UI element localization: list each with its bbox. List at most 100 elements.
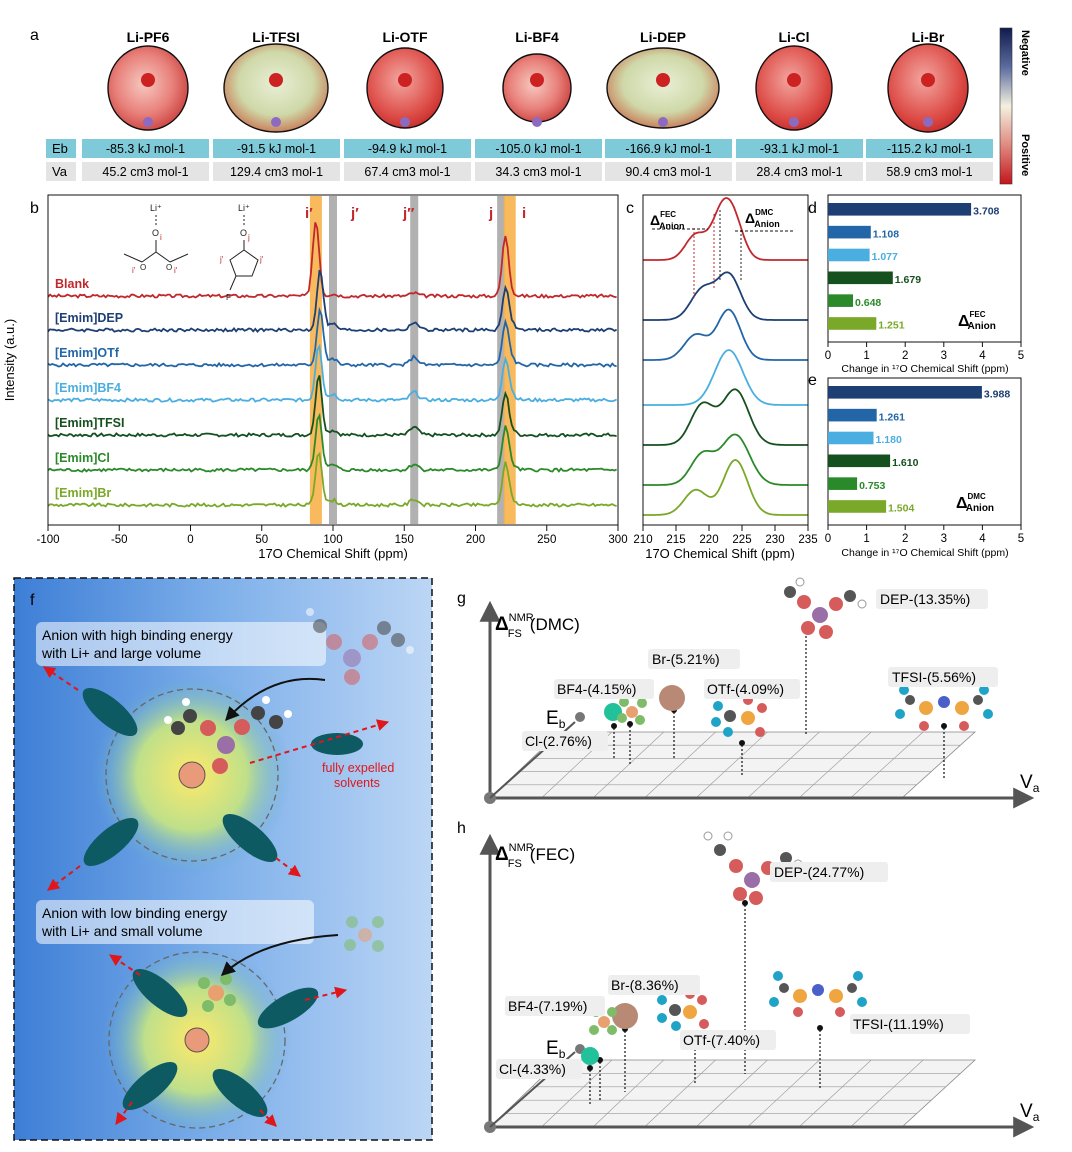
h-label-dep: DEP-(24.77%) bbox=[774, 864, 864, 880]
eb-value: -93.1 kJ mol-1 bbox=[760, 142, 839, 156]
bar-value-label: 1.610 bbox=[892, 457, 918, 469]
molecule-title: Li-OTF bbox=[382, 29, 428, 45]
bf4-molecule-free bbox=[344, 916, 384, 952]
bottom-text-box bbox=[36, 900, 314, 944]
va-value: 67.4 cm3 mol-1 bbox=[364, 165, 450, 179]
molecule-title: Li-Cl bbox=[778, 29, 809, 45]
molecule-title: Li-BF4 bbox=[515, 29, 559, 45]
expel-arrow bbox=[275, 857, 301, 877]
zoom-spectrum bbox=[643, 308, 808, 361]
eb-cell bbox=[82, 139, 209, 158]
g-z-axis-end bbox=[575, 712, 585, 722]
bar bbox=[828, 408, 877, 422]
grid-line bbox=[747, 1059, 820, 1128]
bar bbox=[828, 500, 887, 513]
atom-marker bbox=[141, 73, 155, 87]
esp-surface bbox=[366, 47, 444, 129]
x-tick-label: 3 bbox=[941, 350, 947, 362]
va-row-header bbox=[46, 162, 76, 181]
eb-cell bbox=[344, 139, 471, 158]
li-atom-marker bbox=[143, 117, 153, 127]
svg-text:i: i bbox=[160, 233, 162, 242]
solvent-molecule bbox=[82, 687, 138, 737]
solvent-arrow bbox=[115, 1101, 133, 1125]
va-value: 34.3 cm3 mol-1 bbox=[495, 165, 581, 179]
bar bbox=[828, 317, 877, 330]
panel-d-xlabel: Change in ¹⁷O Chemical Shift (ppm) bbox=[841, 363, 1008, 375]
solvent-molecule bbox=[132, 968, 188, 1018]
eb-cell bbox=[736, 139, 863, 158]
nmr-spectrum bbox=[47, 343, 618, 403]
x-tick-label: 235 bbox=[798, 534, 817, 546]
atom-marker bbox=[921, 73, 935, 87]
x-tick-label: -100 bbox=[36, 534, 59, 546]
esp-surface bbox=[887, 43, 969, 133]
top-text-line2: with Li+ and large volume bbox=[41, 645, 201, 661]
peak-label: i′ bbox=[305, 205, 313, 222]
x-tick-label: 225 bbox=[732, 534, 751, 546]
peak-label: j bbox=[488, 205, 493, 222]
g-label-otf: OTf-(4.09%) bbox=[707, 681, 784, 697]
peak-band bbox=[410, 196, 419, 524]
zoom-spectrum bbox=[643, 388, 808, 446]
bar-value-label: 3.988 bbox=[984, 388, 1010, 400]
bar bbox=[828, 271, 893, 285]
va-value: 58.9 cm3 mol-1 bbox=[886, 165, 972, 179]
panel-label-b: b bbox=[30, 200, 39, 217]
bottom-text-line1: Anion with low binding energy bbox=[42, 905, 227, 921]
molecule-title: Li-Br bbox=[912, 29, 945, 45]
h-otf-molecule bbox=[657, 989, 709, 1031]
panel-label-e: e bbox=[808, 372, 817, 389]
solvation-shell-bottom bbox=[108, 951, 286, 1129]
atom-marker bbox=[398, 73, 412, 87]
h-label-tfsi: TFSI-(11.19%) bbox=[853, 1016, 944, 1032]
bar bbox=[828, 294, 853, 307]
li-ion-top bbox=[178, 761, 206, 789]
h-grid bbox=[504, 1059, 961, 1128]
x-tick-label: 150 bbox=[395, 534, 414, 546]
va-cell bbox=[213, 162, 340, 181]
bar-value-label: 1.108 bbox=[873, 228, 899, 240]
x-tick-label: 0 bbox=[187, 534, 193, 546]
panel-b-xlabel: 17O Chemical Shift (ppm) bbox=[258, 546, 408, 561]
g-labels: DEP-(13.35%) Br-(5.21%) BF4-(4.15%) OTf-… bbox=[522, 589, 998, 751]
bar-value-label: 1.679 bbox=[895, 274, 921, 286]
va-cell bbox=[736, 162, 863, 181]
bar-value-label: 1.261 bbox=[879, 411, 905, 423]
x-tick-label: 200 bbox=[466, 534, 485, 546]
bar bbox=[828, 431, 874, 445]
bar bbox=[828, 477, 858, 490]
zoom-spectrum bbox=[643, 458, 808, 516]
colorbar-negative-label: Negative bbox=[1019, 30, 1031, 76]
solvent-molecule bbox=[222, 813, 278, 863]
svg-text:O: O bbox=[140, 263, 146, 272]
va-value: 129.4 cm3 mol-1 bbox=[230, 165, 323, 179]
peak-label: j″ bbox=[402, 205, 414, 222]
li-atom-marker bbox=[658, 117, 668, 127]
dmc-structure: Li⁺ O i O O i′ i′ bbox=[123, 203, 189, 275]
eb-cell bbox=[213, 139, 340, 158]
series-name: [Emim]BF4 bbox=[55, 381, 121, 395]
solvation-shell-top bbox=[105, 688, 279, 862]
expelled-solvent bbox=[311, 733, 363, 755]
zoom-spectrum bbox=[643, 433, 808, 486]
h-label-bf4: BF4-(7.19%) bbox=[508, 998, 587, 1014]
peak-band bbox=[497, 196, 506, 524]
va-cell bbox=[82, 162, 209, 181]
eb-value: -91.5 kJ mol-1 bbox=[237, 142, 316, 156]
peak-label: i bbox=[522, 205, 526, 222]
g-drop-lines bbox=[613, 632, 945, 778]
solvent-molecule bbox=[122, 1061, 178, 1111]
series-name: [Emim]Cl bbox=[55, 451, 110, 465]
svg-text:j′: j′ bbox=[219, 255, 224, 264]
solvent-molecule bbox=[212, 1068, 268, 1118]
